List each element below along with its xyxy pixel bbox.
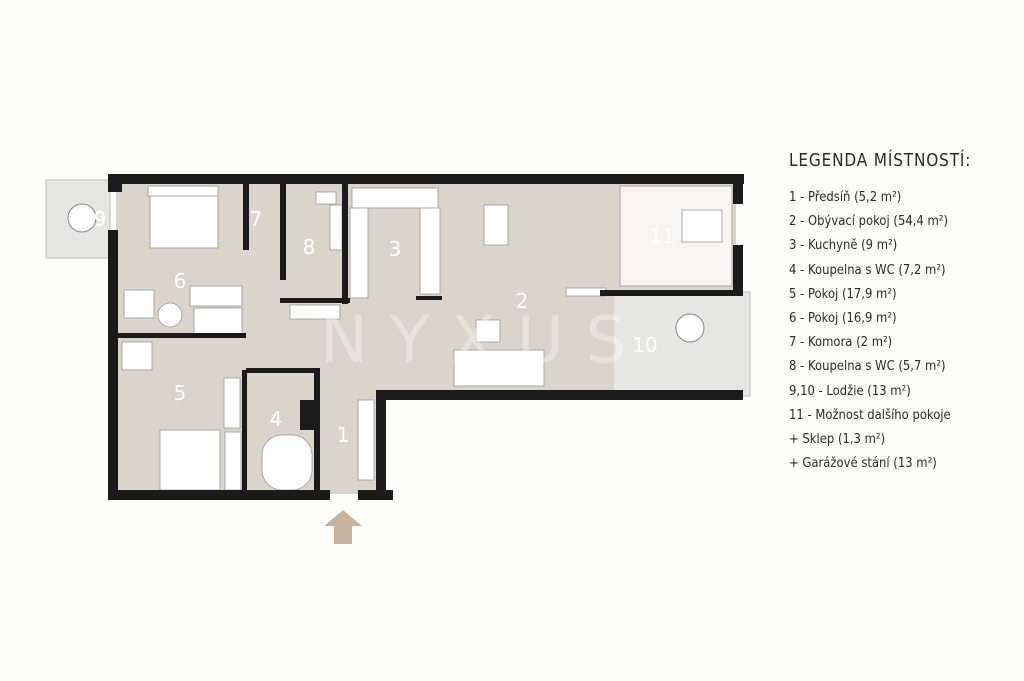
walls: [108, 174, 744, 500]
legend-item: 7 - Komora (2 m²): [789, 334, 893, 351]
watermark: NYXUS: [320, 304, 648, 378]
legend-item: 8 - Koupelna s WC (5,7 m²): [789, 358, 946, 375]
legend-item: 1 - Předsíň (5,2 m²): [789, 189, 902, 205]
legend-list: 1 - Předsíň (5,2 m²) 2 - Obývací pokoj (…: [789, 185, 1003, 475]
room-7-label: 7: [250, 207, 263, 231]
table-icon: [675, 313, 705, 343]
legend-item: 6 - Pokoj (16,9 m²): [789, 309, 897, 326]
room-6-label: 6: [174, 269, 187, 293]
furniture: [121, 185, 733, 491]
room-11-label: 11: [649, 224, 674, 248]
legend-item: + Sklep (1,3 m²): [789, 430, 886, 447]
room-4-label: 4: [270, 407, 283, 431]
room-8-label: 8: [303, 235, 316, 259]
room-legend: LEGENDA MÍSTNOSTÍ: 1 - Předsíň (5,2 m²) …: [789, 150, 1003, 475]
legend-item: 5 - Pokoj (17,9 m²): [789, 285, 897, 302]
room-2-label: 2: [516, 289, 529, 313]
legend-item: 4 - Koupelna s WC (7,2 m²): [789, 261, 946, 278]
legend-item: + Garážové stání (13 m²): [789, 455, 937, 472]
legend-title: LEGENDA MÍSTNOSTÍ:: [789, 150, 972, 171]
room-5-label: 5: [174, 381, 187, 405]
room-9-label: 9: [94, 207, 107, 231]
room-3-label: 3: [389, 237, 402, 261]
legend-item: 11 - Možnost dalšího pokoje: [789, 406, 951, 423]
entrance-arrow-icon: [324, 510, 362, 544]
table-icon: [67, 203, 97, 233]
legend-item: 3 - Kuchyně (9 m²): [789, 237, 898, 254]
legend-item: 9,10 - Lodžie (13 m²): [789, 382, 911, 399]
room-1-label: 1: [337, 423, 350, 447]
legend-item: 2 - Obývací pokoj (54,4 m²): [789, 213, 948, 230]
room-10-label: 10: [632, 333, 657, 357]
